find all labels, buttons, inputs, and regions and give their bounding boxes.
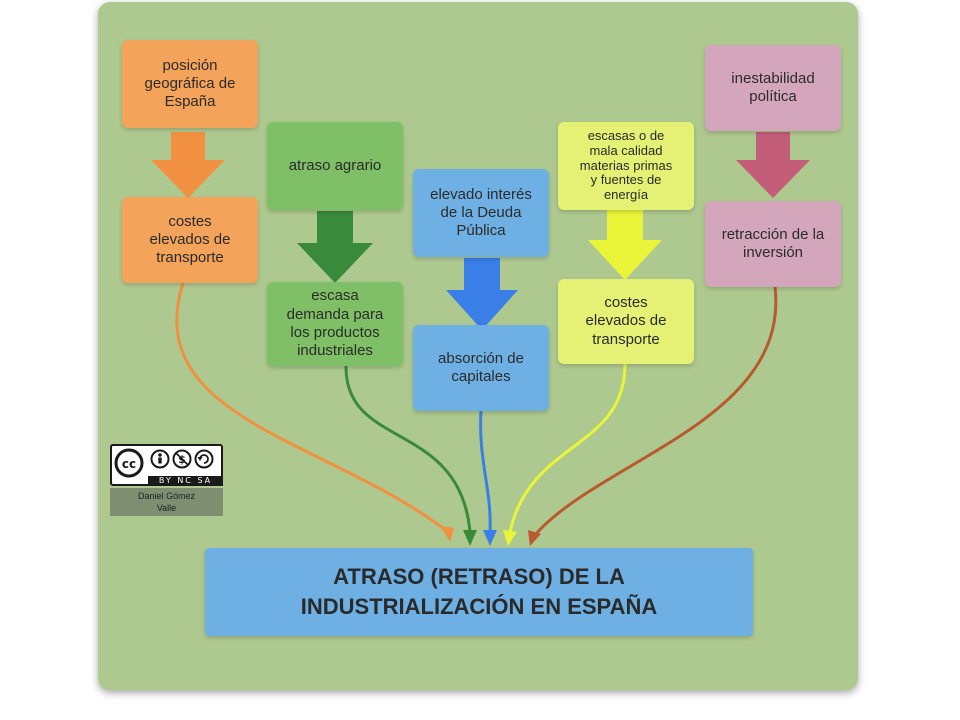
node-geo-position: posición geográfica de España: [122, 40, 258, 128]
cc-logo-graphic: cc $: [114, 448, 214, 478]
node-geo-position-label: posición geográfica de España: [144, 56, 236, 111]
node-raw-materials-label: escasas o de mala calidad materias prima…: [579, 127, 673, 203]
node-transport-costs-1: costes elevados de transporte: [122, 197, 258, 283]
node-low-demand: escasa demanda para los productos indust…: [267, 282, 403, 366]
node-low-demand-label: escasa demanda para los productos indust…: [286, 287, 384, 360]
cc-license-badge[interactable]: cc $ BY NC SA Daniel Gómez Valle: [110, 444, 223, 516]
cc-icon: [114, 448, 144, 478]
cc-license-terms: BY NC SA: [148, 476, 223, 486]
node-agrarian-backwardness: atraso agrario: [267, 122, 403, 210]
cc-logo: cc $ BY NC SA: [110, 444, 223, 486]
node-raw-materials: escasas o de mala calidad materias prima…: [558, 122, 694, 210]
node-capital-absorption-label: absorción de capitales: [438, 349, 524, 385]
node-public-debt-interest-label: elevado interés de la Deuda Pública: [430, 185, 532, 240]
node-agrarian-backwardness-label: atraso agrario: [288, 156, 382, 174]
node-investment-retraction: retracción de la inversión: [705, 201, 841, 287]
sa-icon: [194, 449, 214, 469]
node-transport-costs-2: costes elevados de transporte: [558, 279, 694, 364]
result-box-label: ATRASO (RETRASO) DE LA INDUSTRIALIZACIÓN…: [300, 564, 658, 619]
node-capital-absorption: absorción de capitales: [413, 325, 549, 411]
node-public-debt-interest: elevado interés de la Deuda Pública: [413, 169, 549, 257]
cc-icon-glyph: cc: [122, 457, 136, 471]
node-transport-costs-1-label: costes elevados de transporte: [149, 212, 231, 267]
node-political-instability: inestabilidad política: [705, 45, 841, 131]
result-box: ATRASO (RETRASO) DE LA INDUSTRIALIZACIÓN…: [205, 548, 753, 636]
cc-author-label: Daniel Gómez Valle: [137, 491, 196, 513]
node-political-instability-label: inestabilidad política: [731, 69, 815, 105]
cc-author: Daniel Gómez Valle: [110, 488, 223, 516]
node-transport-costs-2-label: costes elevados de transporte: [585, 294, 667, 348]
node-investment-retraction-label: retracción de la inversión: [721, 225, 825, 261]
